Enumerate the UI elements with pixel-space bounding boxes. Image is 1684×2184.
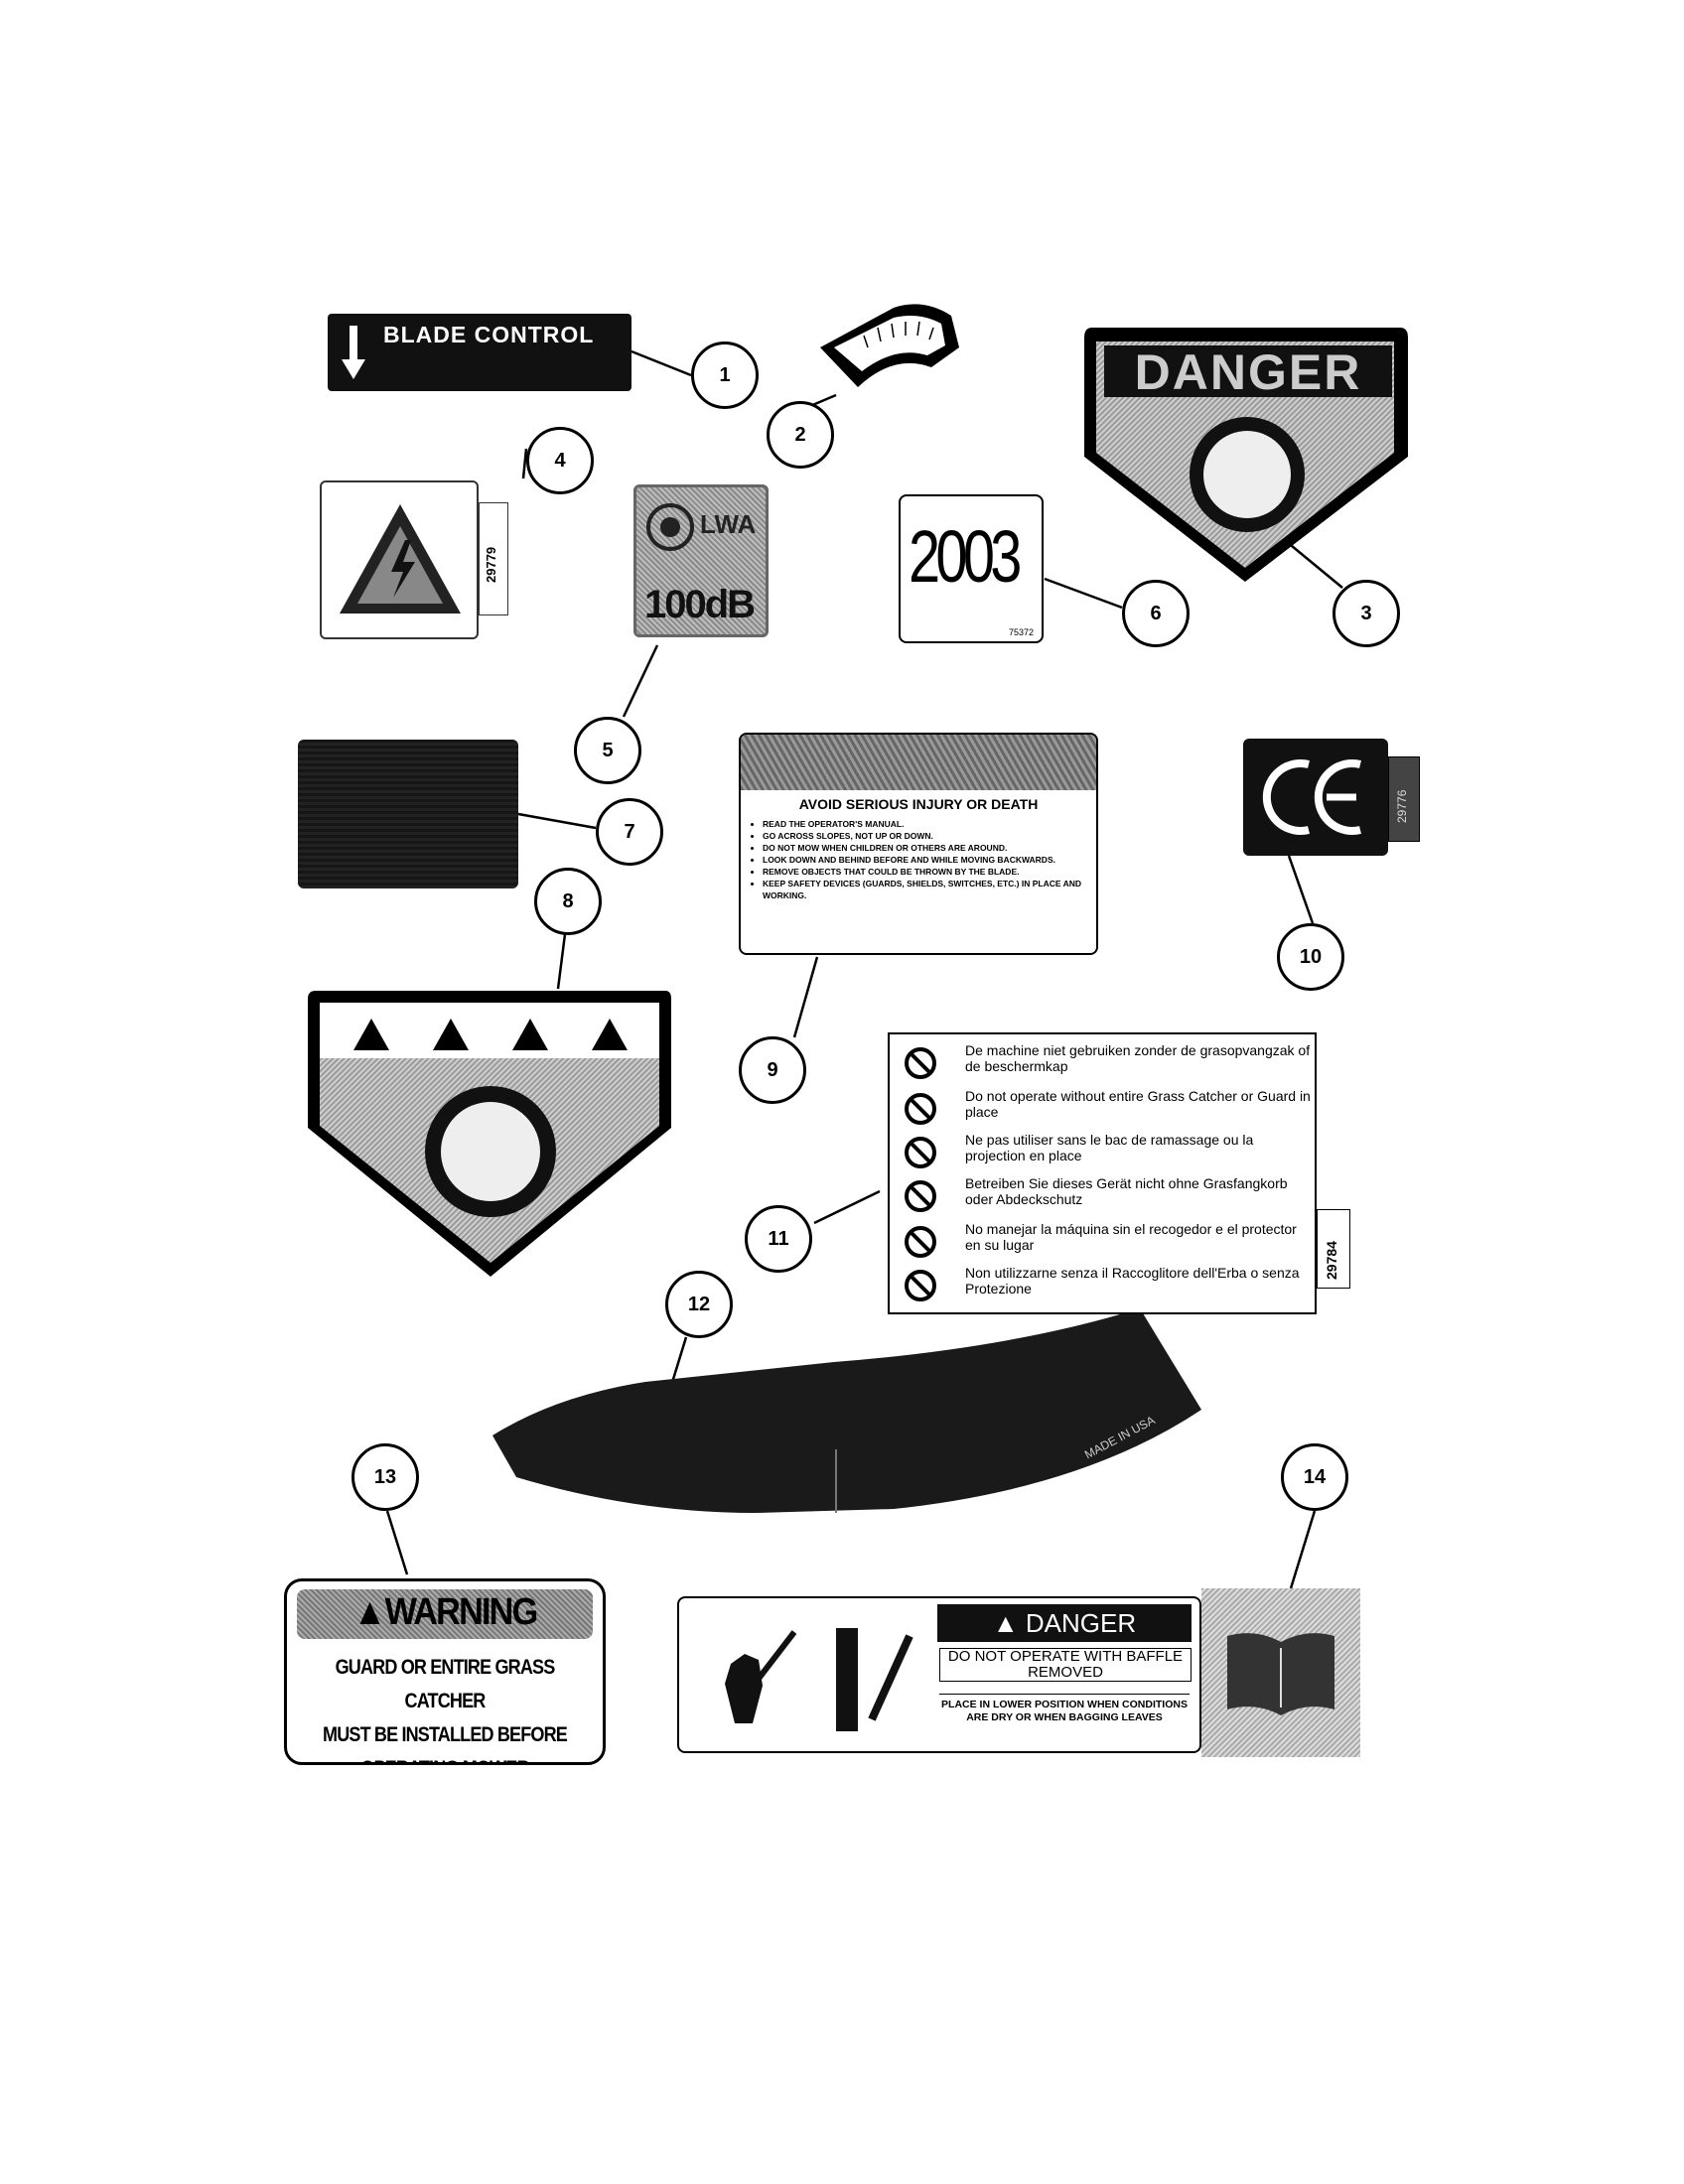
decal-10-ce-mark xyxy=(1243,739,1388,856)
callout-11: 11 xyxy=(745,1205,812,1273)
prohibited-icon xyxy=(905,1270,936,1301)
blade-hazard-icon xyxy=(836,1628,913,1731)
prohibited-icon xyxy=(905,1226,936,1258)
decal-13-header-band: ▲WARNING xyxy=(297,1589,593,1639)
list-item: KEEP SAFETY DEVICES (GUARDS, SHIELDS, SW… xyxy=(763,878,1090,901)
callout-8: 8 xyxy=(534,868,602,935)
arrow-down-icon xyxy=(342,326,365,379)
list-item: DO NOT MOW WHEN CHILDREN OR OTHERS ARE A… xyxy=(763,842,1090,854)
decal-9-safety-instructions: AVOID SERIOUS INJURY OR DEATH READ THE O… xyxy=(739,733,1098,955)
decal-11-multilingual-warning: De machine niet gebruiken zonder de gras… xyxy=(888,1032,1317,1314)
sound-badge-icon xyxy=(646,503,694,551)
callout-1: 1 xyxy=(691,341,759,409)
callout-10: 10 xyxy=(1277,923,1344,991)
decal-1-blade-control: BLADE CONTROL xyxy=(328,314,632,391)
decal-6-year: 2003 75372 xyxy=(899,494,1044,643)
list-item: LOOK DOWN AND BEHIND BEFORE AND WHILE MO… xyxy=(763,854,1090,866)
prohibited-icon xyxy=(905,1093,936,1125)
callout-14: 14 xyxy=(1281,1443,1348,1511)
decal-13-line: MUST BE INSTALLED BEFORE xyxy=(323,1723,568,1746)
decal-5-sound-level: LWA 100dB xyxy=(633,484,769,637)
decal-9-title: AVOID SERIOUS INJURY OR DEATH xyxy=(798,796,1039,812)
warning-line: Do not operate without entire Grass Catc… xyxy=(965,1088,1311,1120)
decal-14-header: ▲ DANGER xyxy=(937,1604,1192,1642)
callout-4: 4 xyxy=(526,427,594,494)
warning-line: De machine niet gebruiken zonder de gras… xyxy=(965,1042,1311,1074)
decal-13-body: GUARD OR ENTIRE GRASS CATCHER MUST BE IN… xyxy=(309,1651,580,1762)
decal-4-electric-hazard xyxy=(320,480,479,639)
hand-cut-icon xyxy=(725,1630,797,1723)
decal-13-line: OPERATING MOWER xyxy=(309,1752,580,1762)
list-item: Non utilizzarne senza il Raccoglitore de… xyxy=(898,1263,1315,1302)
decal-10-tab: 29776 xyxy=(1388,756,1420,842)
list-item: GO ACROSS SLOPES, NOT UP OR DOWN. xyxy=(763,830,1090,842)
callout-13: 13 xyxy=(351,1443,419,1511)
decal-14-line1: DO NOT OPERATE WITH BAFFLE REMOVED xyxy=(939,1648,1192,1682)
book-icon xyxy=(1227,1633,1334,1715)
prohibited-icon xyxy=(905,1047,936,1079)
warning-triangle-icon: ▲ xyxy=(992,1608,1019,1638)
decal-14-line2: PLACE IN LOWER POSITION WHEN CONDITIONS … xyxy=(939,1694,1190,1724)
decal-11-tab: 29784 xyxy=(1317,1209,1350,1289)
decal-6-year-text: 2003 xyxy=(909,515,1022,598)
decal-8-warning-shield xyxy=(308,991,671,1277)
callout-2: 2 xyxy=(767,401,834,469)
decal-5-level: 100dB xyxy=(644,583,756,626)
decal-10-code: 29776 xyxy=(1395,789,1409,823)
prohibited-icon xyxy=(905,1180,936,1212)
ce-mark-icon xyxy=(1262,759,1361,835)
decal-14-danger: ▲ DANGER DO NOT OPERATE WITH BAFFLE REMO… xyxy=(677,1596,1201,1753)
decal-7-dark-label xyxy=(298,740,518,888)
list-item: No manejar la máquina sin el recogedor e… xyxy=(898,1219,1315,1259)
callout-3: 3 xyxy=(1333,580,1400,647)
decal-4-tab: 29779 xyxy=(479,502,508,615)
decal-1-title: BLADE CONTROL xyxy=(383,322,595,347)
decal-6-code: 75372 xyxy=(1008,627,1034,637)
list-item: REMOVE OBJECTS THAT COULD BE THROWN BY T… xyxy=(763,866,1090,878)
decal-13-header-text: WARNING xyxy=(384,1591,538,1633)
decal-9-list: READ THE OPERATOR'S MANUAL. GO ACROSS SL… xyxy=(749,818,1090,901)
list-item: READ THE OPERATOR'S MANUAL. xyxy=(763,818,1090,830)
decal-2-gauge xyxy=(820,304,959,387)
warning-triangle-icon: ▲ xyxy=(352,1591,387,1633)
warning-line: Non utilizzarne senza il Raccoglitore de… xyxy=(965,1265,1300,1297)
prohibited-icon xyxy=(905,1137,936,1168)
list-item: De machine niet gebruiken zonder de gras… xyxy=(898,1040,1315,1080)
callout-12: 12 xyxy=(665,1271,733,1338)
callout-5: 5 xyxy=(574,717,641,784)
warning-line: Betreiben Sie dieses Gerät nicht ohne Gr… xyxy=(965,1175,1288,1207)
list-item: Betreiben Sie dieses Gerät nicht ohne Gr… xyxy=(898,1173,1315,1213)
warning-line: Ne pas utiliser sans le bac de ramassage… xyxy=(965,1132,1254,1163)
decal-5-symbol: LWA xyxy=(700,509,757,539)
decal-3-danger-shield: DANGER xyxy=(1084,328,1408,582)
list-item: Do not operate without entire Grass Catc… xyxy=(898,1086,1315,1126)
decal-14-manual xyxy=(1201,1588,1360,1757)
decal-13-warning: ▲WARNING GUARD OR ENTIRE GRASS CATCHER M… xyxy=(284,1578,606,1765)
list-item: Ne pas utiliser sans le bac de ramassage… xyxy=(898,1130,1315,1169)
decal-14-header-text: DANGER xyxy=(1025,1608,1137,1638)
svg-text:DANGER: DANGER xyxy=(1135,344,1362,400)
callout-7: 7 xyxy=(596,798,663,866)
decal-13-line: GUARD OR ENTIRE GRASS CATCHER xyxy=(335,1656,556,1712)
warning-line: No manejar la máquina sin el recogedor e… xyxy=(965,1221,1297,1253)
callout-9: 9 xyxy=(739,1036,806,1104)
decal-9-header-band xyxy=(741,735,1096,790)
callout-6: 6 xyxy=(1122,580,1190,647)
electric-hazard-icon xyxy=(340,504,461,614)
decal-13-header: ▲WARNING xyxy=(312,1591,578,1634)
decal-12-curved-strip xyxy=(492,1308,1201,1513)
decal-11-code: 29784 xyxy=(1324,1241,1339,1280)
decal-4-code: 29779 xyxy=(484,546,498,583)
